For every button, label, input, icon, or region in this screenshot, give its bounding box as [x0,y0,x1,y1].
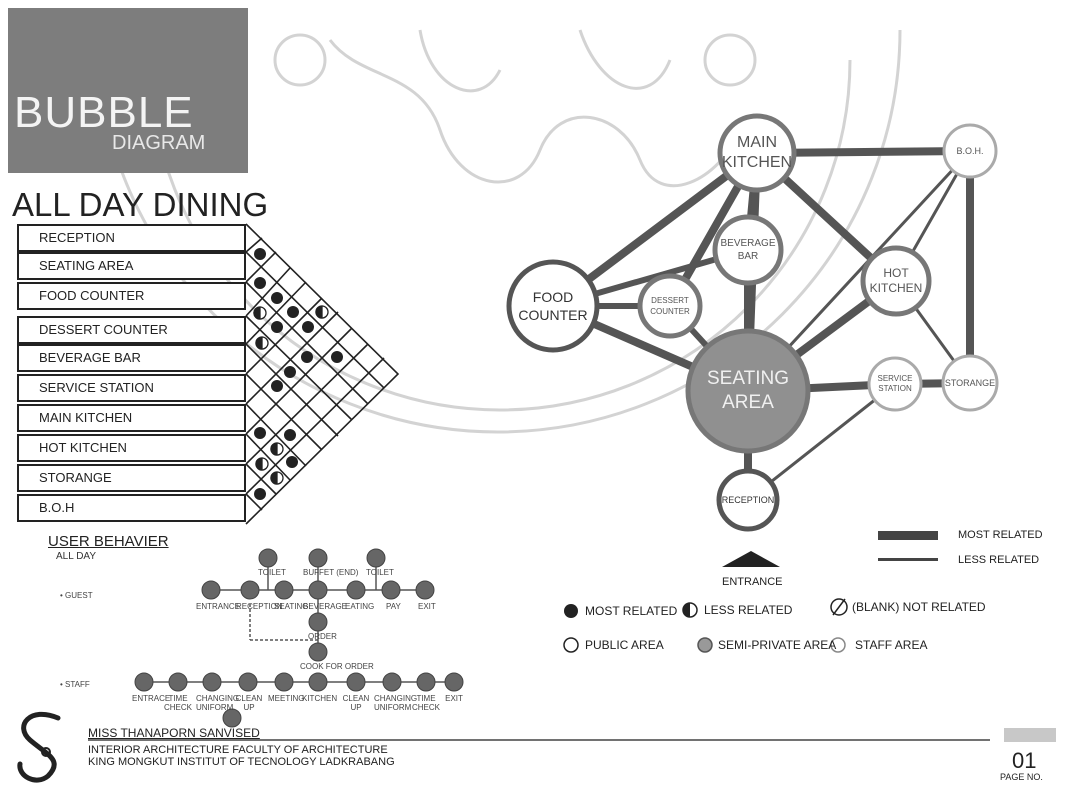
institute-line: KING MONGKUT INSTITUT OF TECNOLOGY LADKR… [88,756,395,768]
faculty-line: INTERIOR ARCHITECTURE FACULTY OF ARCHITE… [88,744,388,756]
page-label: PAGE NO. [1000,772,1043,782]
page-tab [1004,728,1056,742]
logo-s-icon [20,714,58,780]
author-name: MISS THANAPORN SANVISED [88,726,260,740]
page-number: 01 [1012,748,1036,774]
